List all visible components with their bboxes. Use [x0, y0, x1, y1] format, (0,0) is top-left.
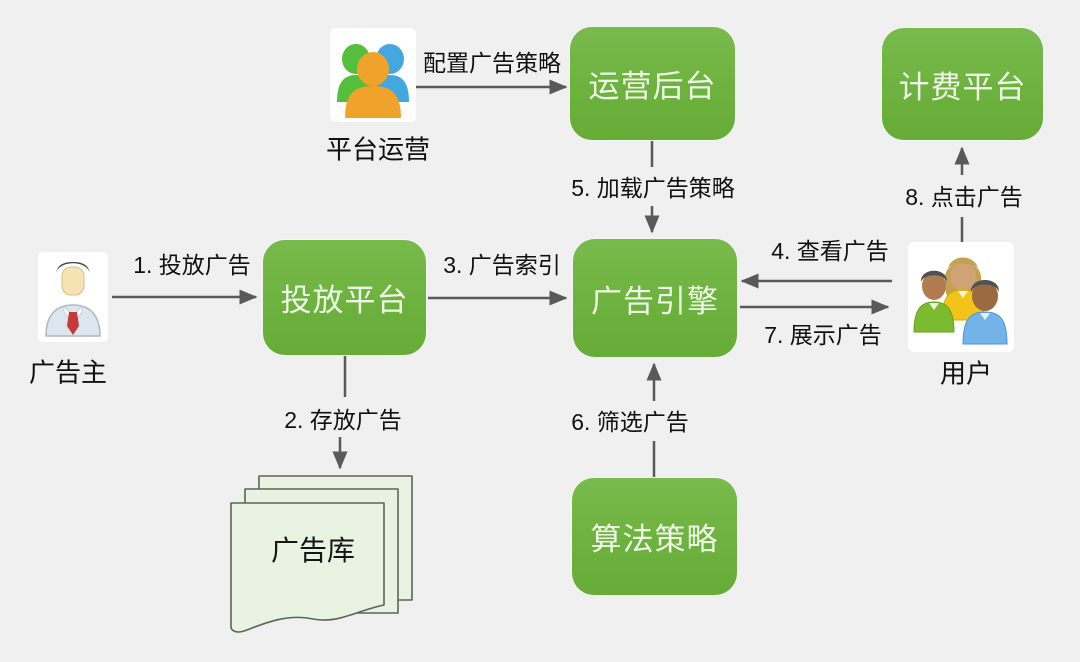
user-green — [913, 270, 955, 333]
node-delivery-platform: 投放平台 — [263, 240, 426, 355]
node-ad-engine: 广告引擎 — [573, 239, 737, 357]
node-ops-backend-label: 运营后台 — [588, 69, 717, 104]
node-delivery-platform-label: 投放平台 — [280, 283, 409, 318]
edge-label-4: 4. 查看广告 — [771, 238, 889, 264]
ad-store-label: 广告库 — [270, 535, 356, 566]
node-ad-engine-label: 广告引擎 — [591, 283, 719, 319]
edge-label-configure: 配置广告策略 — [423, 50, 561, 76]
user-yellow — [941, 257, 985, 321]
face — [61, 266, 85, 296]
node-billing-platform: 计费平台 — [882, 28, 1043, 140]
edge-label-1: 1. 投放广告 — [133, 252, 251, 278]
person-orange — [345, 52, 401, 118]
tie — [67, 312, 79, 335]
actor-advertiser-label: 广告主 — [28, 357, 108, 388]
node-billing-platform-label: 计费平台 — [898, 69, 1027, 105]
ad-store-stack — [230, 475, 413, 633]
ad-store-page-front — [230, 502, 385, 633]
user-blue — [962, 280, 1008, 345]
edge-label-8: 8. 点击广告 — [905, 184, 1023, 210]
edge-label-3: 3. 广告索引 — [443, 252, 561, 278]
node-algo-strategy: 算法策略 — [572, 478, 737, 595]
actor-users-label: 用户 — [939, 358, 993, 389]
node-algo-strategy-label: 算法策略 — [590, 522, 719, 557]
actor-platform-ops-label: 平台运营 — [325, 134, 431, 165]
people-group-icon — [330, 28, 416, 122]
edge-label-7: 7. 展示广告 — [764, 322, 882, 348]
users-group-icon — [908, 242, 1014, 352]
edge-label-2: 2. 存放广告 — [284, 407, 402, 433]
node-ops-backend: 运营后台 — [570, 27, 735, 140]
edge-label-5: 5. 加载广告策略 — [571, 175, 735, 201]
edge-label-6: 6. 筛选广告 — [571, 409, 689, 435]
businessman-icon — [38, 252, 108, 342]
